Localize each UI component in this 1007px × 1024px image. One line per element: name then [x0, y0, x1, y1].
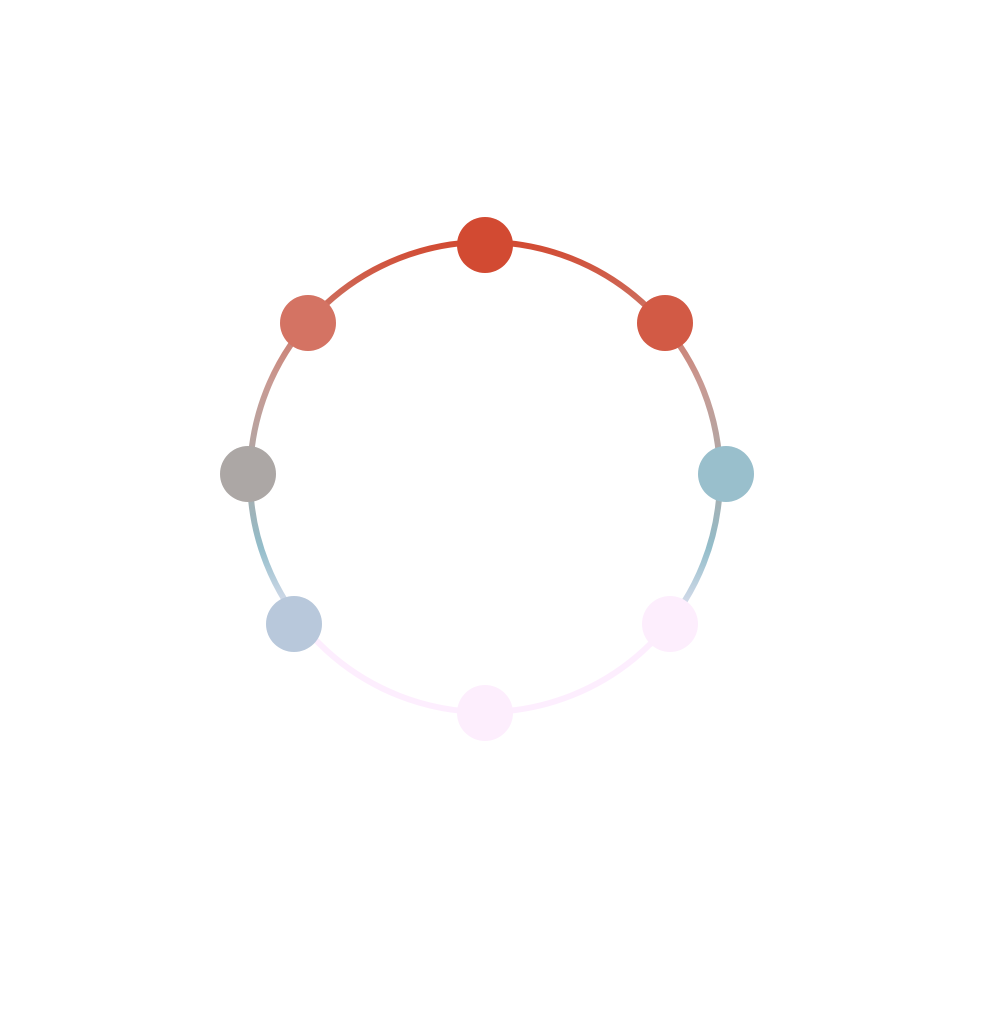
node-bottom-right: [642, 596, 698, 652]
node-top-right: [637, 295, 693, 351]
node-bottom: [457, 685, 513, 741]
node-left: [220, 446, 276, 502]
node-top-left: [280, 295, 336, 351]
node-right: [698, 446, 754, 502]
nodes-group: [220, 217, 754, 741]
node-top: [457, 217, 513, 273]
node-bottom-left: [266, 596, 322, 652]
